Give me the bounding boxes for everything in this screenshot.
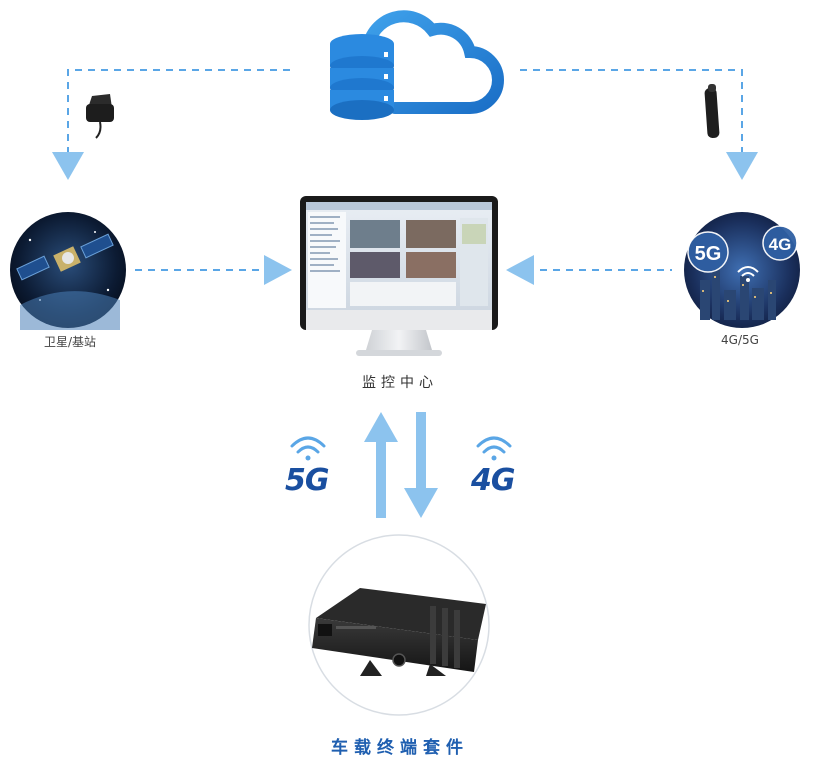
satellite-label: 卫星/基站 bbox=[43, 335, 97, 349]
vehicle-terminal-label: 车载终端套件 bbox=[331, 738, 469, 758]
satellite-image bbox=[10, 212, 126, 330]
monitor-icon bbox=[300, 196, 498, 356]
connector-arrowheads bbox=[52, 152, 758, 285]
vehicle-terminal-image bbox=[308, 534, 490, 716]
wifi-icon bbox=[737, 266, 759, 282]
signal-icon-4g bbox=[476, 436, 512, 461]
uplink-5g-badge: 5G bbox=[285, 463, 329, 498]
satellite-icon bbox=[16, 233, 114, 281]
database-icon bbox=[330, 34, 394, 120]
bubble-5g-text: 5G bbox=[695, 243, 722, 265]
network-city-image: 5G 4G bbox=[684, 212, 800, 328]
network-label: 4G/5G bbox=[721, 333, 759, 347]
cloud-server-icon bbox=[330, 10, 504, 120]
screen-sidebar bbox=[308, 212, 346, 308]
bubble-4g-text: 4G bbox=[769, 235, 792, 254]
cellular-antenna-icon bbox=[704, 84, 720, 139]
downlink-4g-badge: 4G bbox=[471, 463, 515, 498]
monitor-center-label: 监控中心 bbox=[362, 375, 438, 391]
mdvr-device-icon bbox=[312, 588, 486, 676]
gps-antenna-icon bbox=[86, 94, 114, 139]
downlink-arrow bbox=[404, 412, 438, 518]
uplink-arrow bbox=[364, 412, 398, 518]
signal-icon-5g bbox=[290, 436, 326, 461]
video-grid bbox=[350, 220, 456, 278]
dashed-connectors bbox=[67, 69, 743, 271]
